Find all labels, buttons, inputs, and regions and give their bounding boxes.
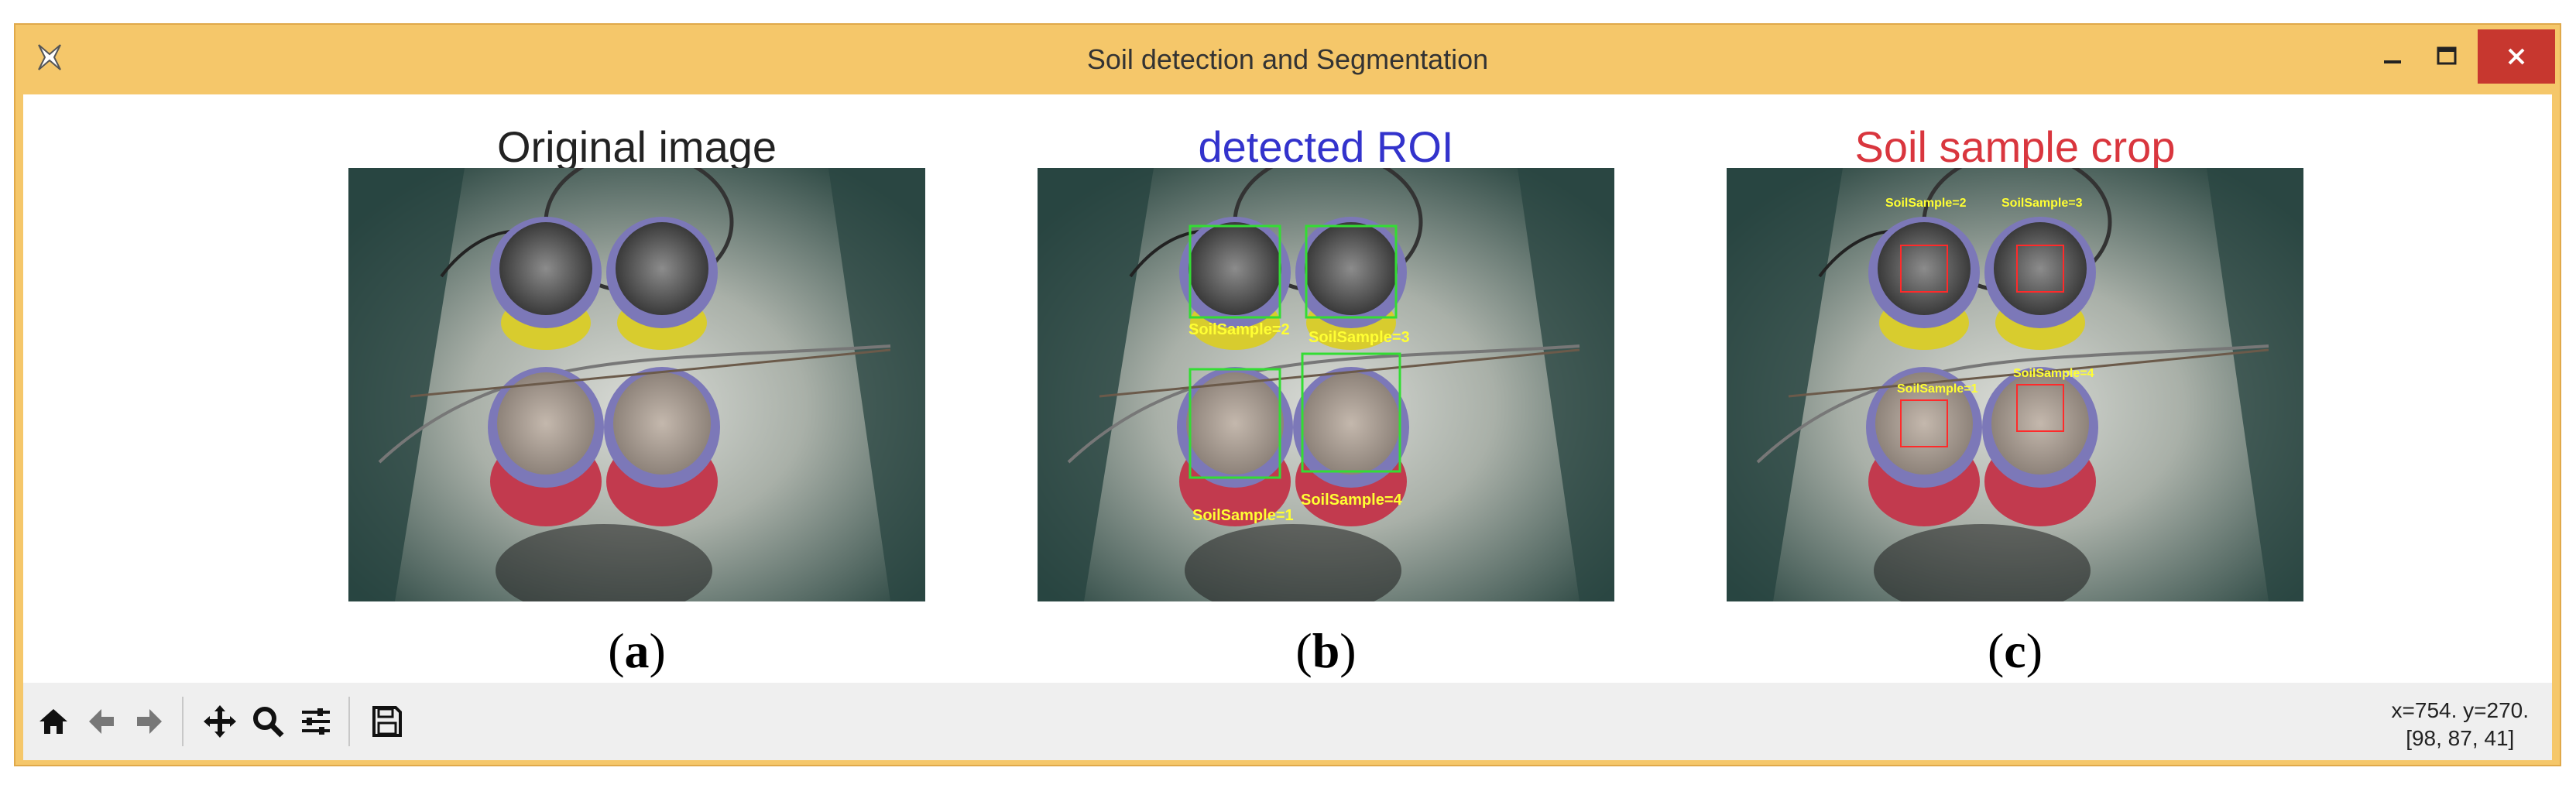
configure-subplots-icon [302,708,330,735]
maximize-icon [2437,46,2457,65]
zoom-icon [253,707,284,738]
panel-a-title: Original image [496,122,777,171]
close-icon [2508,48,2525,65]
original-image [348,168,925,601]
panel-b-caption: (b) [1295,623,1357,678]
roi-box-2 [1189,224,1281,319]
soil-crop-image: SoilSample=2 SoilSample=3 SoilSample=1 S… [1727,168,2303,601]
panel-c-caption: (c) [1987,623,2043,678]
roi-box-3 [1305,224,1398,319]
toolbar-separator [182,697,184,746]
app-window: Soil detection and Segmentation [14,23,2561,766]
forward-arrow-icon [137,709,162,734]
back-arrow-icon [89,709,114,734]
roi-label-4: SoilSample=4 [1301,492,1402,509]
detected-roi-image: SoilSample=2 SoilSample=3 SoilSample=1 S… [1038,168,1614,601]
save-icon [372,706,402,737]
home-button[interactable] [31,695,76,748]
zoom-button[interactable] [245,695,290,748]
title-bar[interactable]: Soil detection and Segmentation [15,25,2560,94]
figure-canvas[interactable]: Original image (a) detected ROI SoilSamp… [23,94,2552,683]
configure-subplots-button[interactable] [293,695,338,748]
crop-box-1 [1900,399,1948,447]
crop-label-4: SoilSample=4 [2013,367,2094,380]
app-icon [38,44,61,70]
window-title: Soil detection and Segmentation [1086,43,1489,75]
maximize-button[interactable] [2423,29,2470,84]
crop-label-1: SoilSample=1 [1897,382,1978,396]
minimize-button[interactable] [2369,29,2416,84]
roi-label-1: SoilSample=1 [1192,507,1294,524]
close-button[interactable] [2478,29,2555,84]
forward-button[interactable] [127,695,172,748]
crop-box-2 [1900,245,1948,293]
cursor-position: x=754. y=270. [2391,698,2529,722]
back-button[interactable] [79,695,124,748]
toolbar-separator [348,697,350,746]
roi-label-3: SoilSample=3 [1309,329,1410,346]
roi-box-4 [1301,352,1401,473]
crop-box-4 [2016,384,2064,432]
panel-a-caption: (a) [608,623,666,678]
pan-icon [204,705,236,738]
save-button[interactable] [364,695,409,748]
home-icon [39,709,67,734]
minimize-icon [2384,60,2401,63]
crop-label-2: SoilSample=2 [1885,197,1967,210]
cursor-coordinates: x=754. y=270. [98, 87, 41] [2392,697,2529,752]
panel-b-title: detected ROI [1198,122,1454,171]
roi-label-2: SoilSample=2 [1189,321,1290,338]
crop-label-3: SoilSample=3 [2001,197,2083,210]
crop-box-3 [2016,245,2064,293]
roi-box-1 [1189,368,1281,479]
pan-button[interactable] [197,695,242,748]
pixel-value: [98, 87, 41] [2406,726,2515,750]
navigation-toolbar: x=754. y=270. [98, 87, 41] [23,683,2552,760]
panel-c-title: Soil sample crop [1854,122,2176,171]
